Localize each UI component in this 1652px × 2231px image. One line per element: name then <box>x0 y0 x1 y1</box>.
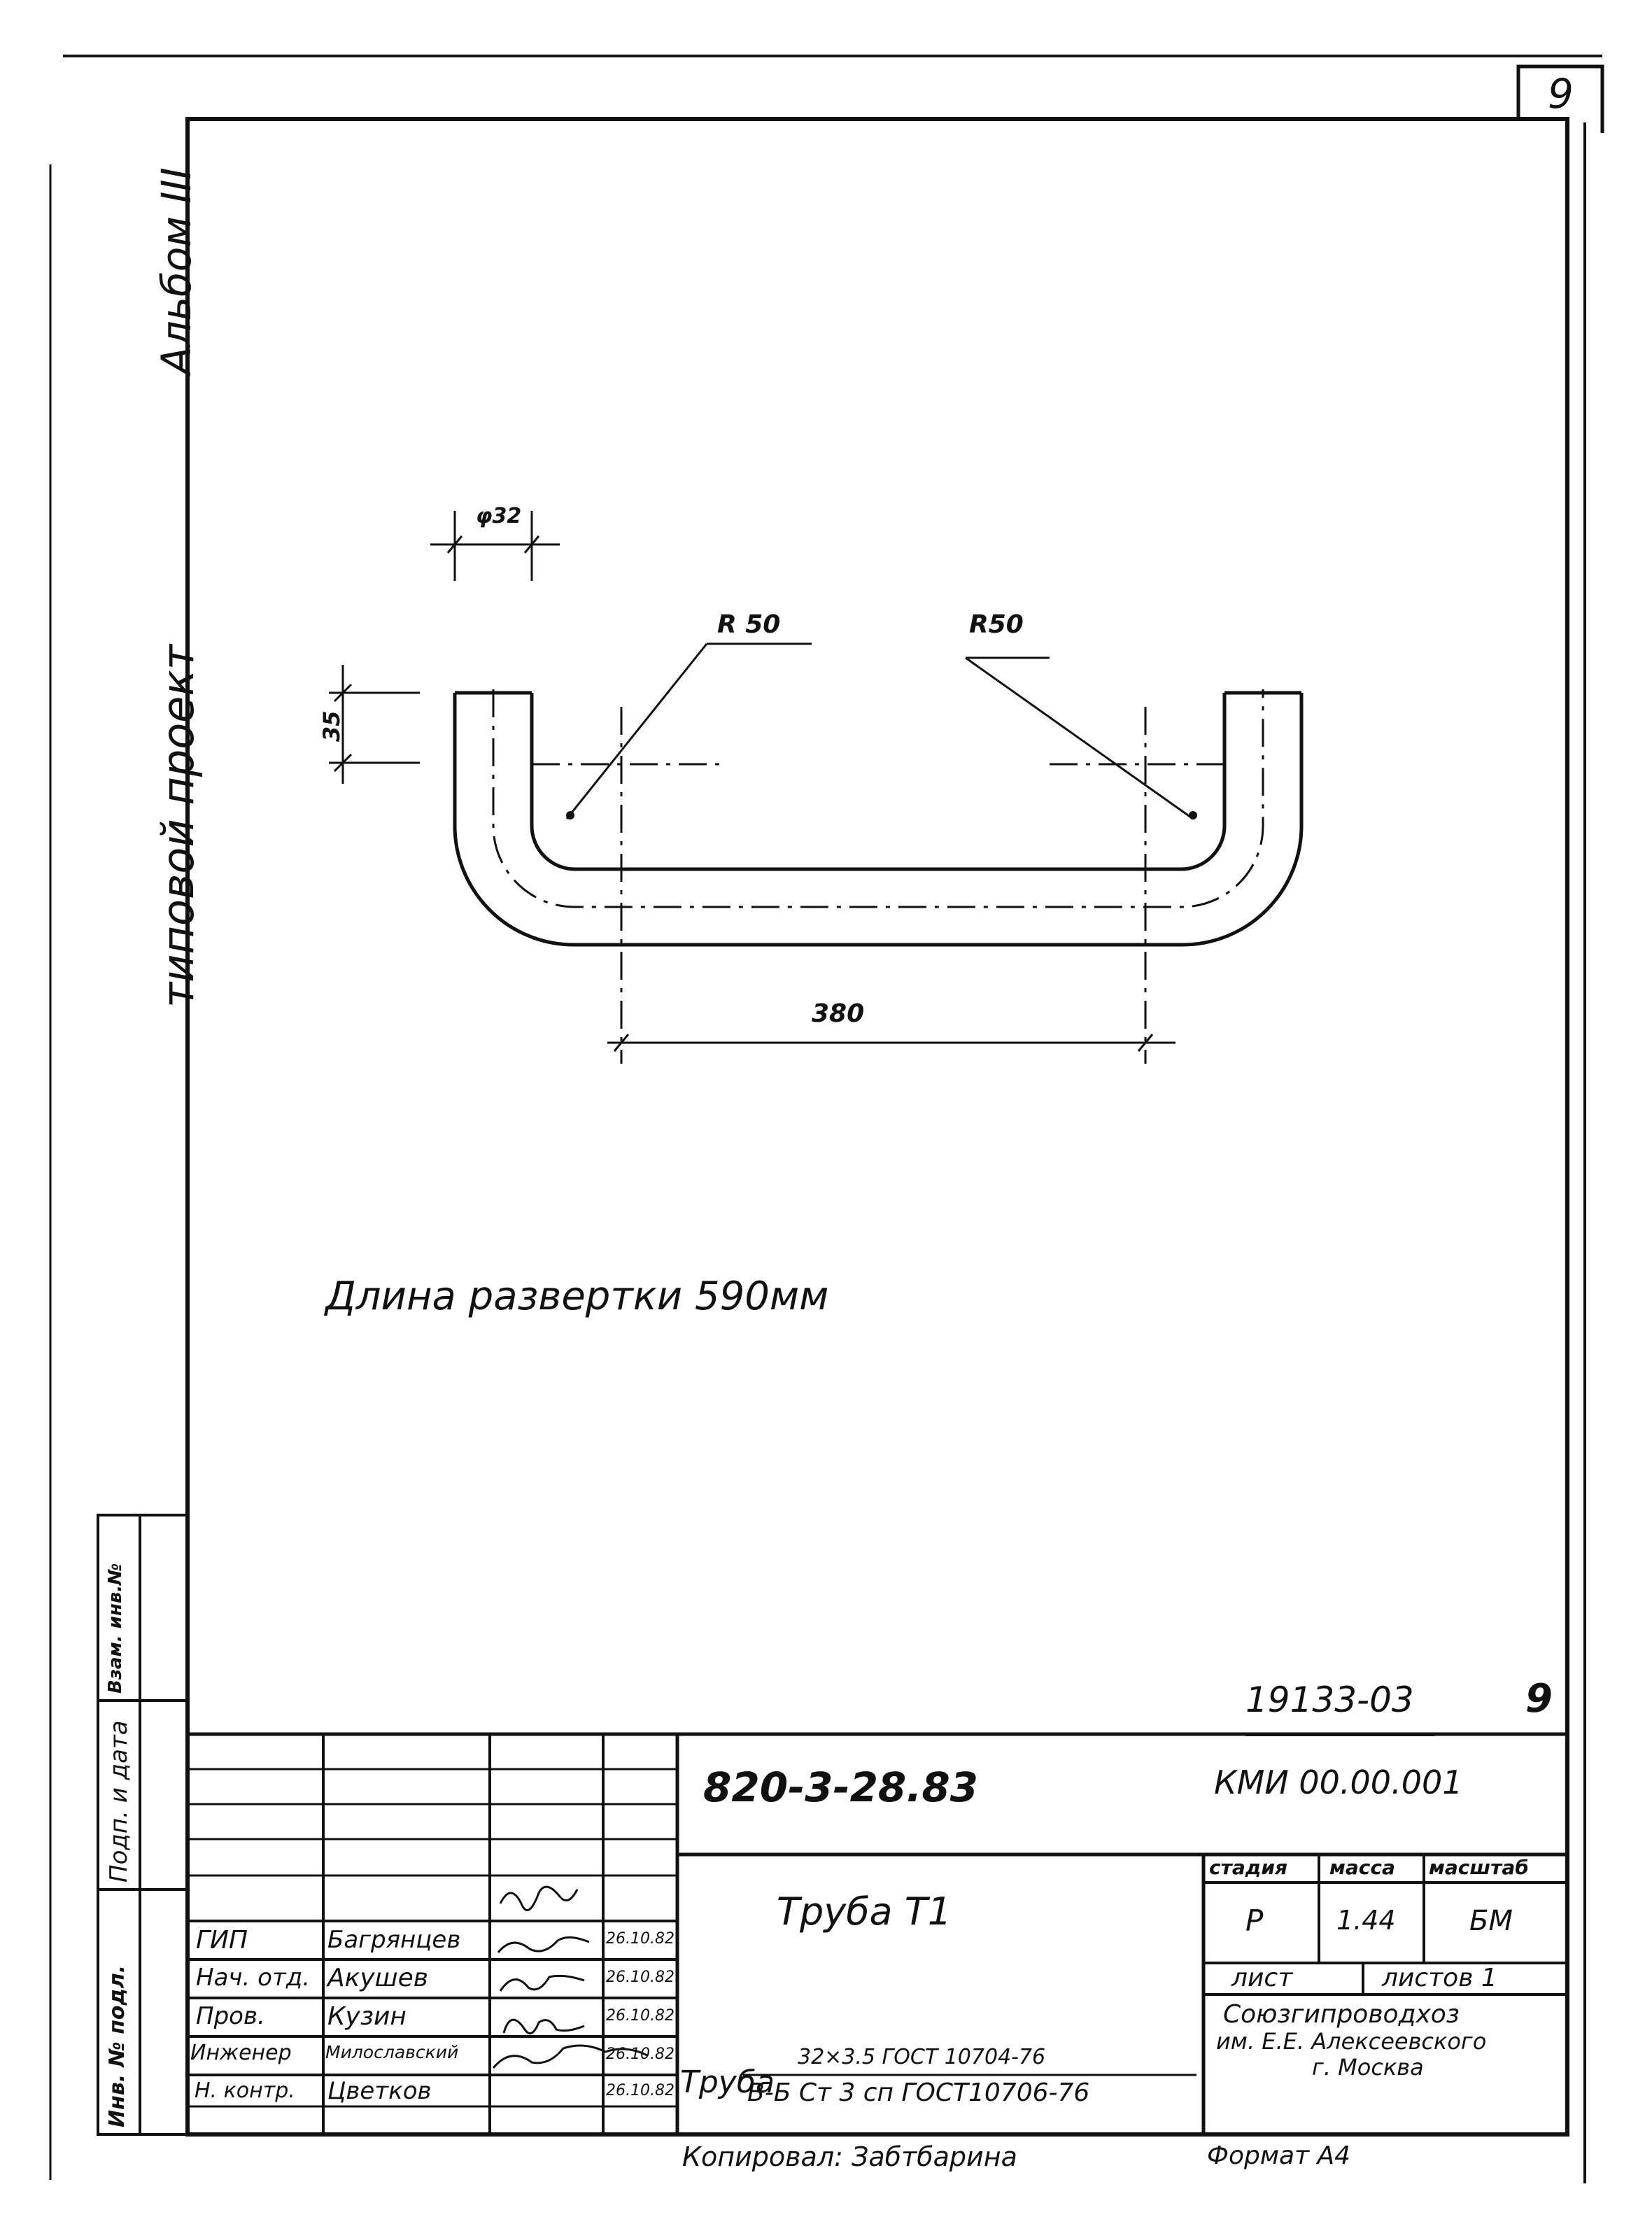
header-stage: стадия <box>1209 1856 1287 1879</box>
material-line-2: В-Б Ст 3 сп ГОСТ10706-76 <box>747 2078 1090 2107</box>
sign-date-4: 26.10.82 <box>606 2082 675 2099</box>
stamp-field-inventory: Инв. № подл. <box>105 1964 129 2127</box>
development-length-note: Длина развертки 590мм <box>325 1274 829 1319</box>
sign-role-2: Пров. <box>196 2002 265 2030</box>
project-code: 820-3-28.83 <box>703 1764 979 1811</box>
value-mass: 1.44 <box>1336 1905 1396 1936</box>
stamp-field-signature-date: Подп. и дата <box>105 1720 133 1882</box>
pipe-centerline <box>492 689 1264 1064</box>
sheet-number-top: 9 <box>1548 70 1574 118</box>
height-label: 35 <box>318 710 345 742</box>
organization-line-1: Союзгипроводхоз <box>1223 2000 1460 2029</box>
value-stage: Р <box>1245 1903 1264 1938</box>
radius-right-label: R50 <box>969 610 1024 639</box>
signature-scribbles <box>492 1885 648 2069</box>
sheet-number: 9 <box>1525 1676 1553 1722</box>
sign-role-4: Н. контр. <box>195 2078 295 2103</box>
archive-number: 19133-03 <box>1245 1680 1414 1720</box>
sign-date-0: 26.10.82 <box>606 1930 675 1948</box>
header-scale: масштаб <box>1429 1856 1529 1879</box>
sign-name-1: Акушев <box>327 1964 428 1992</box>
organization-line-2: им. Е.Е. Алексеевского <box>1216 2028 1487 2055</box>
sign-name-3: Милославский <box>325 2042 459 2062</box>
sign-name-0: Багрянцев <box>327 1926 461 1954</box>
sign-name-4: Цветков <box>327 2077 432 2105</box>
material-prefix: Труба <box>680 2064 775 2100</box>
radius-left-label: R 50 <box>717 610 781 639</box>
sheet-label: лист <box>1231 1964 1293 1992</box>
project-type-label: типовой проект <box>153 645 204 1008</box>
sign-name-2: Кузин <box>327 2002 407 2031</box>
organization-line-3: г. Москва <box>1312 2054 1424 2081</box>
copied-by: Копировал: Забтбарина <box>682 2141 1017 2172</box>
document-code: КМИ 00.00.001 <box>1214 1764 1463 1801</box>
paper-format: Формат А4 <box>1207 2141 1351 2170</box>
stamp-field-replacement: Взам. инв.№ <box>105 1563 126 1694</box>
sign-role-0: ГИП <box>196 1926 248 1955</box>
album-label: Альбом III <box>153 167 200 374</box>
sign-date-2: 26.10.82 <box>606 2007 675 2025</box>
value-scale: БМ <box>1469 1905 1513 1937</box>
item-name: Труба Т1 <box>777 1889 952 1934</box>
diameter-label: φ32 <box>476 504 522 528</box>
sign-date-3: 26.10.82 <box>606 2046 675 2063</box>
sign-role-1: Нач. отд. <box>196 1964 311 1992</box>
material-line-1: 32×3.5 ГОСТ 10704-76 <box>798 2045 1046 2069</box>
sign-date-1: 26.10.82 <box>606 1969 675 1986</box>
sheets-label: листов 1 <box>1382 1964 1497 1992</box>
header-mass: масса <box>1329 1856 1395 1879</box>
sign-role-3: Инженер <box>190 2041 292 2065</box>
length-label: 380 <box>812 999 865 1028</box>
